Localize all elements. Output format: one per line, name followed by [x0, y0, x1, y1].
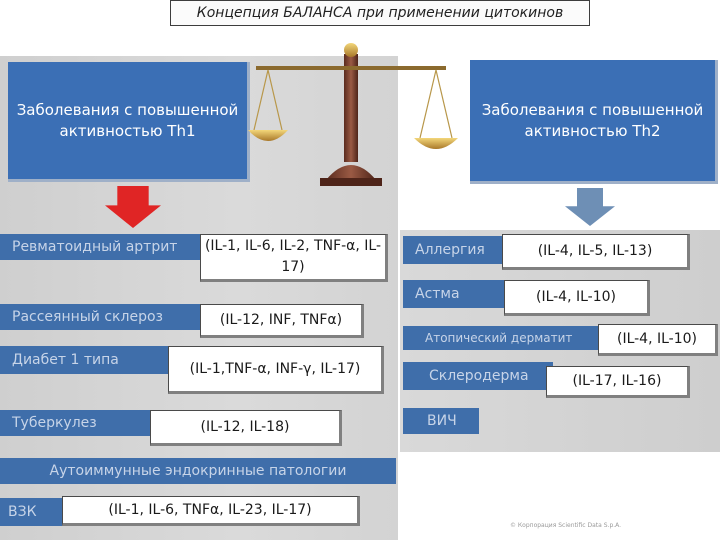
cytokines-asthma: (IL-4, IL-10)	[504, 280, 650, 316]
disease-bar-ibd: ВЗК	[0, 498, 62, 526]
page-title: Концепция БАЛАНСА при применении цитокин…	[170, 0, 590, 26]
cytokines-tuberculosis: (IL-12, IL-18)	[150, 410, 342, 446]
copyright-text: © Корпорация Scientific Data S.p.A.	[510, 522, 622, 529]
disease-bar-autoimmune-endocrine: Аутоиммунные эндокринные патологии	[0, 458, 396, 484]
disease-bar-tuberculosis: Туберкулез	[0, 410, 150, 436]
disease-bar-multiple-sclerosis: Рассеянный склероз	[0, 304, 200, 330]
disease-bar-atopic-dermatitis: Атопический дерматит	[403, 326, 603, 350]
disease-bar-hiv: ВИЧ	[403, 408, 479, 434]
cytokines-rheumatoid-arthritis: (IL-1, IL-6, IL-2, TNF-α, IL-17)	[200, 234, 388, 282]
cytokines-type1-diabetes: (IL-1,TNF-α, INF-γ, IL-17)	[168, 346, 384, 394]
th2-heading: Заболевания с повышенной активностью Th2	[470, 60, 718, 184]
balance-scales-icon	[248, 43, 458, 186]
cytokines-allergy: (IL-4, IL-5, IL-13)	[502, 234, 690, 270]
disease-bar-type1-diabetes: Диабет 1 типа	[0, 346, 168, 374]
cytokines-ibd: (IL-1, IL-6, TNFα, IL-23, IL-17)	[62, 496, 360, 526]
blue-down-arrow-icon	[565, 188, 615, 226]
disease-bar-scleroderma: Склеродерма	[403, 362, 553, 390]
cytokines-multiple-sclerosis: (IL-12, INF, TNFα)	[200, 304, 364, 338]
cytokines-atopic-dermatitis: (IL-4, IL-10)	[598, 324, 718, 356]
th1-heading: Заболевания с повышенной активностью Th1	[8, 62, 250, 182]
cytokines-scleroderma: (IL-17, IL-16)	[546, 366, 690, 398]
